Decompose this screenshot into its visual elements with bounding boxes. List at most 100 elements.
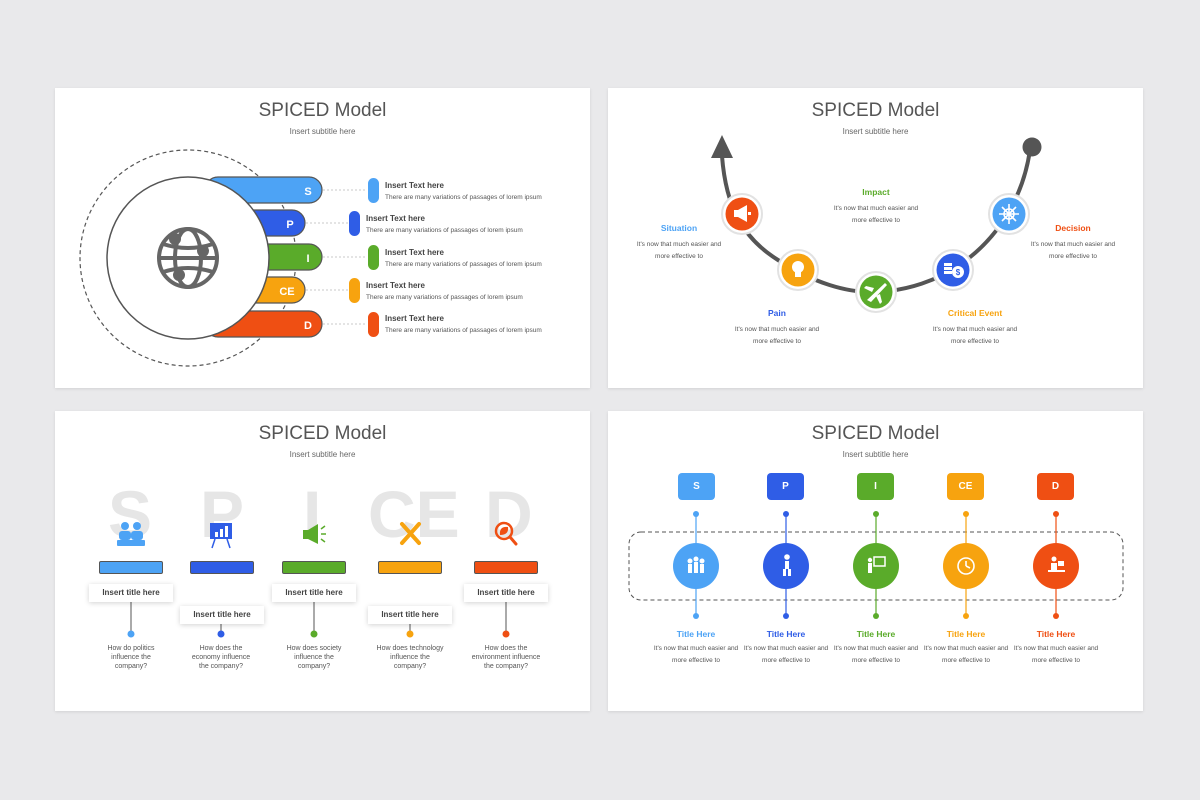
color-bar xyxy=(282,561,346,574)
item-text: It's now that much easier and more effec… xyxy=(743,645,829,664)
row-title: Insert Text here xyxy=(366,214,425,223)
helm-icon xyxy=(999,204,1019,224)
coins-icon: $ xyxy=(944,263,964,278)
end-dot xyxy=(1022,137,1042,157)
slide-title: SPICED Model xyxy=(811,423,940,444)
stage-text-critical-event: Critical Event It's now that much easier… xyxy=(930,308,1020,348)
title-box: Insert title here xyxy=(368,606,452,624)
pill-ce xyxy=(349,278,360,303)
title-box: Insert title here xyxy=(464,584,548,602)
presenter-icon xyxy=(867,556,886,573)
slide-subtitle: Insert subtitle here xyxy=(289,127,356,136)
letter-badge: P xyxy=(767,473,804,500)
row-title: Insert Text here xyxy=(385,314,444,323)
slide-title: SPICED Model xyxy=(811,100,940,121)
dot xyxy=(406,630,414,638)
stage-node-pain xyxy=(777,249,819,291)
column-i xyxy=(853,511,899,619)
stage-label: Impact xyxy=(862,187,890,197)
slide-subtitle: Insert subtitle here xyxy=(289,450,356,459)
leaf-search-icon xyxy=(494,521,518,546)
dot xyxy=(217,630,225,638)
band-label: CE xyxy=(279,286,294,298)
text-row: Insert Text here There are many variatio… xyxy=(385,248,542,268)
stage-text: It's now that much easier and more effec… xyxy=(833,205,919,224)
slide-spiced-bands: SPICED Model Insert subtitle here S P I … xyxy=(55,88,590,388)
presentation-board-icon xyxy=(210,523,232,549)
band-label: S xyxy=(304,186,311,198)
pill-p xyxy=(349,211,360,236)
item-title: Title Here xyxy=(1036,629,1076,639)
question-text: How does technology influence the compan… xyxy=(376,645,444,670)
stage-text-situation: Situation It's now that much easier and … xyxy=(634,223,724,263)
pill-i xyxy=(368,245,379,270)
column-p xyxy=(763,511,809,619)
slide-subtitle: Insert subtitle here xyxy=(842,450,909,459)
slide-spiced-timeline: SPICED Model Insert subtitle here S P I … xyxy=(608,411,1143,711)
row-title: Insert Text here xyxy=(385,181,444,190)
row-text: There are many variations of passages of… xyxy=(366,294,523,301)
row-text: There are many variations of passages of… xyxy=(366,227,523,234)
item-text: It's now that much easier and more effec… xyxy=(923,645,1009,664)
title-box: Insert title here xyxy=(272,584,356,602)
tools-icon xyxy=(400,522,421,545)
connector-lines xyxy=(306,189,367,325)
stage-label: Situation xyxy=(660,223,698,233)
stage-text-impact: Impact It's now that much easier and mor… xyxy=(831,187,921,227)
band-label: D xyxy=(304,320,312,332)
title-box: Insert title here xyxy=(180,606,264,624)
dot xyxy=(310,630,318,638)
question-text: How does the economy influence the compa… xyxy=(191,645,251,670)
airplane-icon xyxy=(864,283,887,304)
dot xyxy=(127,630,135,638)
stage-label: Pain xyxy=(768,308,786,318)
lightbulb-icon xyxy=(792,261,804,277)
band-label: P xyxy=(286,219,293,231)
item-text: It's now that much easier and more effec… xyxy=(833,645,919,664)
letter-badge: S xyxy=(678,473,715,500)
stage-node-critical-event: $ xyxy=(932,249,974,291)
slide-title: SPICED Model xyxy=(258,423,387,444)
column-s xyxy=(673,511,719,619)
slide-spiced-curve: SPICED Model Insert subtitle here xyxy=(608,88,1143,388)
color-bar xyxy=(190,561,254,574)
clock-cycle-icon xyxy=(957,557,975,575)
text-row: Insert Text here There are many variatio… xyxy=(385,181,542,201)
row-title: Insert Text here xyxy=(366,281,425,290)
stage-text-pain: Pain It's now that much easier and more … xyxy=(732,308,822,348)
letter-badge: D xyxy=(1037,473,1074,500)
question-text: How does the environment influence the c… xyxy=(471,645,541,670)
question-text: How does society influence the company? xyxy=(286,645,342,670)
item-text: It's now that much easier and more effec… xyxy=(1013,645,1099,664)
arrow-head xyxy=(711,135,733,158)
timeline-diagram xyxy=(628,511,1124,619)
megaphone-icon xyxy=(303,524,326,544)
column-ce xyxy=(943,511,989,619)
row-text: There are many variations of passages of… xyxy=(385,261,542,268)
text-row: Insert Text here There are many variatio… xyxy=(385,314,542,334)
person-icon xyxy=(783,554,791,576)
text-row: Insert Text here There are many variatio… xyxy=(366,214,523,234)
stage-text-decision: Decision It's now that much easier and m… xyxy=(1028,223,1118,263)
stage-label: Decision xyxy=(1055,223,1091,233)
letters-diagram xyxy=(117,521,518,638)
stage-node-decision xyxy=(988,193,1030,235)
slide-subtitle: Insert subtitle here xyxy=(842,127,909,136)
item-title: Title Here xyxy=(676,629,716,639)
letter-badge: I xyxy=(857,473,894,500)
desk-worker-icon xyxy=(1048,556,1065,572)
pill-s xyxy=(368,178,379,203)
row-text: There are many variations of passages of… xyxy=(385,194,542,201)
slide-title: SPICED Model xyxy=(258,100,387,121)
item-title: Title Here xyxy=(766,629,806,639)
pill-d xyxy=(368,312,379,337)
item-title: Title Here xyxy=(946,629,986,639)
stage-node-impact xyxy=(855,271,897,313)
stage-text: It's now that much easier and more effec… xyxy=(734,326,820,345)
stage-text: It's now that much easier and more effec… xyxy=(932,326,1018,345)
item-text: It's now that much easier and more effec… xyxy=(653,645,739,664)
text-row: Insert Text here There are many variatio… xyxy=(366,281,523,301)
color-bar xyxy=(474,561,538,574)
row-text: There are many variations of passages of… xyxy=(385,327,542,334)
people-icon xyxy=(117,522,145,546)
